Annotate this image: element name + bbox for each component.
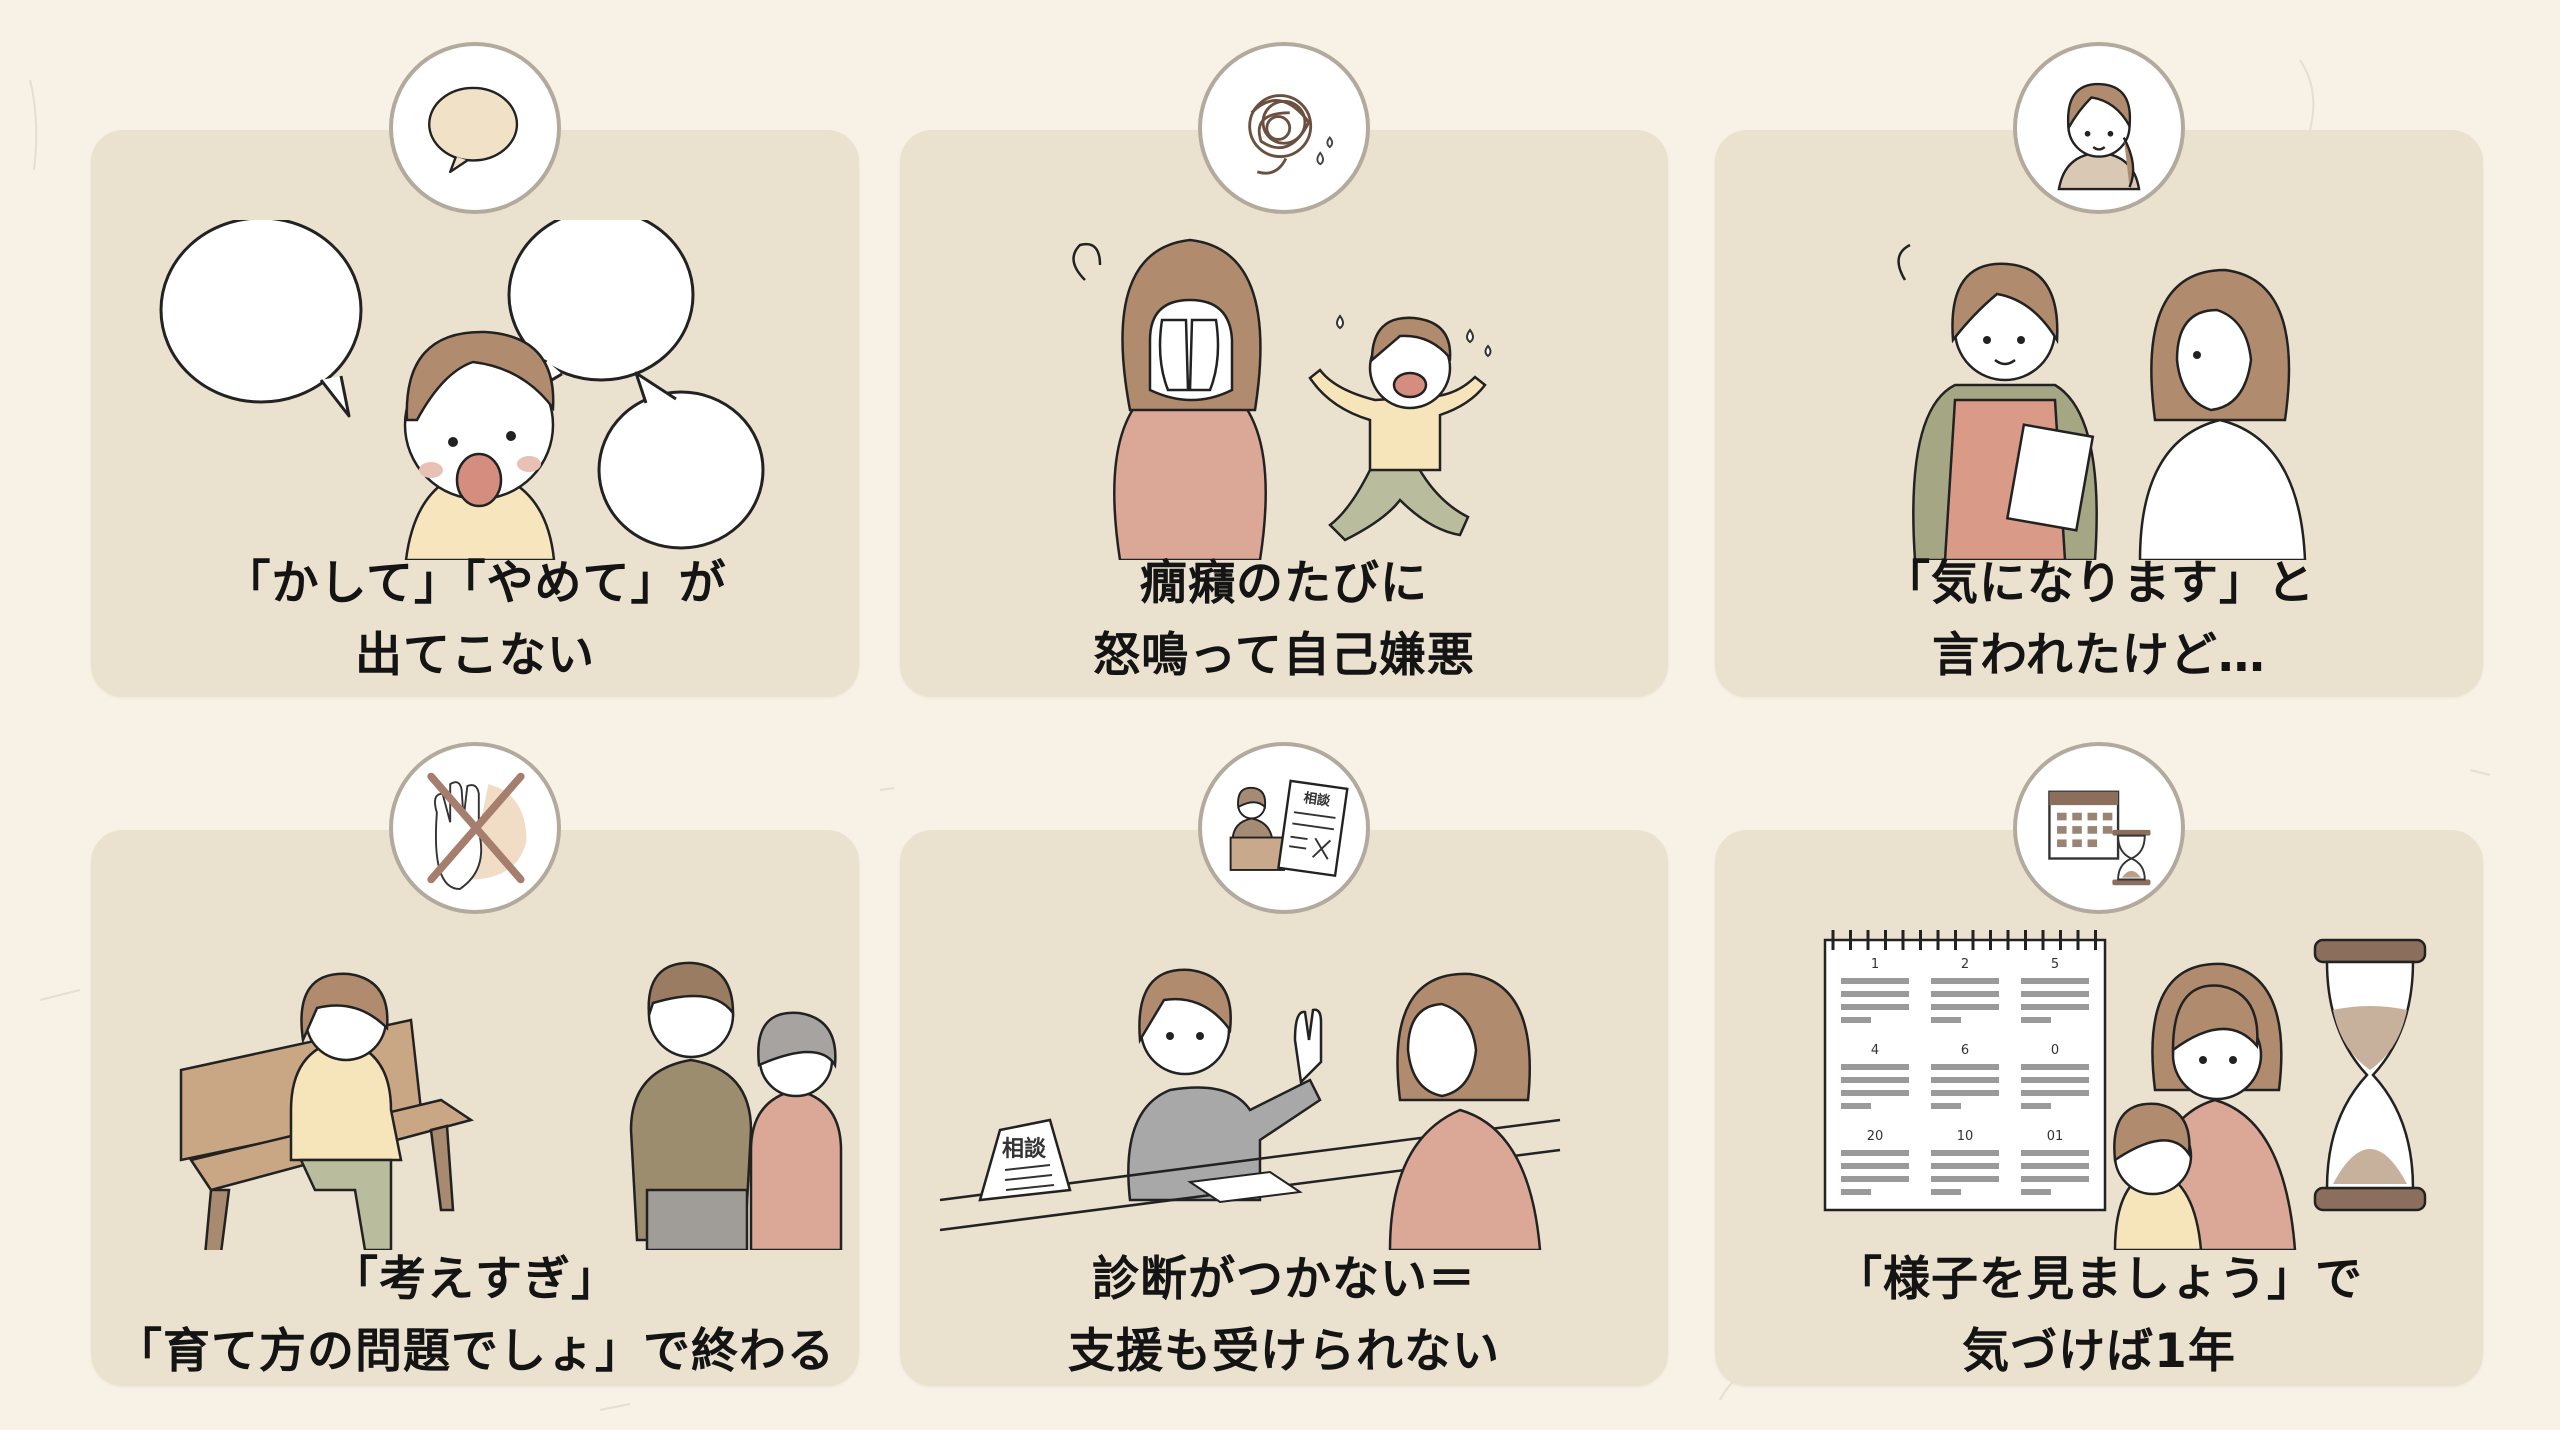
caption-line-2: 出てこない bbox=[355, 628, 595, 683]
calendar-day-row bbox=[1841, 1064, 1909, 1070]
card-caption: 「考えすぎ」 「育て方の問題でしょ」で終わる bbox=[91, 1244, 859, 1388]
calendar-day-row bbox=[2021, 1004, 2089, 1010]
calendar-day-row bbox=[1841, 1163, 1909, 1169]
icon-doc-label: 相談 bbox=[1303, 789, 1332, 810]
calendar-day-row bbox=[2021, 1103, 2051, 1109]
calendar-day-row bbox=[1841, 1150, 1909, 1156]
calendar-day-row bbox=[1841, 1077, 1909, 1083]
caption-line-1: 癇癪のたびに bbox=[1140, 556, 1428, 611]
card-caption: 「かして」「やめて」が 出てこない bbox=[91, 548, 859, 692]
crossed-out-hands-icon bbox=[389, 742, 561, 914]
card-caption: 癇癪のたびに 怒鳴って自己嫌悪 bbox=[900, 548, 1668, 692]
calendar-day-row bbox=[1841, 991, 1909, 997]
calendar-day-row bbox=[2021, 1090, 2089, 1096]
card-concern: 「気になります」と 言われたけど… bbox=[1715, 42, 2483, 697]
caption-line-1: 「様子を見ましょう」で bbox=[1835, 1252, 2363, 1307]
calendar-day-row bbox=[1931, 991, 1999, 997]
card-wait-and-see: 1 2 5 4 6 0 20 10 01 「様子を見ましょう」で 気づけば1年 bbox=[1715, 742, 2483, 1388]
calendar-day-row bbox=[1931, 1017, 1961, 1023]
calendar-day-row bbox=[1841, 1189, 1871, 1195]
calendar-day-row bbox=[1931, 1163, 1999, 1169]
calendar-day-row bbox=[2021, 1064, 2089, 1070]
illustration-consultation-counter: 相談 bbox=[900, 920, 1668, 1250]
illustration-teacher-and-mother bbox=[1715, 220, 2483, 560]
illustration-bench-and-grandparents bbox=[91, 920, 859, 1250]
calendar-month-label: 01 bbox=[2047, 1129, 2064, 1144]
calendar-day-row bbox=[1931, 1077, 1999, 1083]
calendar-day-row bbox=[1931, 1103, 1961, 1109]
calendar-day-row bbox=[1931, 978, 1999, 984]
calendar-day-row bbox=[1841, 1176, 1909, 1182]
card-caption: 「気になります」と 言われたけど… bbox=[1715, 548, 2483, 692]
caption-line-2: 言われたけど… bbox=[1932, 628, 2266, 683]
calendar-day-row bbox=[2021, 1150, 2089, 1156]
caption-line-1: 「気になります」と bbox=[1883, 556, 2315, 611]
card-no-diagnosis: 相談 相談 診断がつかない＝ 支援も受けられない bbox=[900, 742, 1668, 1388]
calendar-day-row bbox=[1931, 1064, 1999, 1070]
calendar-day-row bbox=[2021, 1189, 2051, 1195]
calendar-day-row bbox=[2021, 1163, 2089, 1169]
calendar-month-label: 1 bbox=[1871, 957, 1879, 972]
caption-line-2: 支援も受けられない bbox=[1068, 1324, 1500, 1379]
illustration-mother-and-crying-child bbox=[900, 220, 1668, 560]
caption-line-1: 「考えすぎ」 bbox=[331, 1252, 619, 1307]
calendar-day-row bbox=[1841, 1103, 1871, 1109]
calendar-month-label: 6 bbox=[1961, 1043, 1969, 1058]
calendar-day-row bbox=[1931, 1189, 1961, 1195]
calendar-day-row bbox=[2021, 978, 2089, 984]
card-caption: 「様子を見ましょう」で 気づけば1年 bbox=[1715, 1244, 2483, 1388]
desk-sign-label: 相談 bbox=[1002, 1136, 1047, 1162]
calendar-month-label: 4 bbox=[1871, 1043, 1879, 1058]
caption-line-2: 「育て方の問題でしょ」で終わる bbox=[115, 1324, 835, 1379]
card-speech: 「かして」「やめて」が 出てこない bbox=[91, 42, 859, 697]
illustration-calendar-mother-child-hourglass: 1 2 5 4 6 0 20 10 01 bbox=[1715, 920, 2483, 1250]
speech-bubble-icon bbox=[389, 42, 561, 214]
calendar-day-row bbox=[2021, 1077, 2089, 1083]
calendar-hourglass-icon bbox=[2013, 742, 2185, 914]
caption-line-1: 「かして」「やめて」が bbox=[223, 556, 727, 611]
calendar-month-label: 5 bbox=[2051, 957, 2059, 972]
calendar-day-row bbox=[1931, 1176, 1999, 1182]
nursery-teacher-portrait-icon bbox=[2013, 42, 2185, 214]
consultation-desk-document-icon: 相談 bbox=[1198, 742, 1370, 914]
calendar-month-label: 0 bbox=[2051, 1043, 2059, 1058]
tangled-scribble-icon bbox=[1198, 42, 1370, 214]
calendar-month-label: 20 bbox=[1867, 1129, 1884, 1144]
calendar-month-label: 2 bbox=[1961, 957, 1969, 972]
caption-line-2: 怒鳴って自己嫌悪 bbox=[1093, 628, 1475, 683]
card-caption: 診断がつかない＝ 支援も受けられない bbox=[900, 1244, 1668, 1388]
card-dismissed: 「考えすぎ」 「育て方の問題でしょ」で終わる bbox=[91, 742, 859, 1388]
calendar-day-row bbox=[2021, 991, 2089, 997]
calendar-day-row bbox=[2021, 1176, 2089, 1182]
caption-line-2: 気づけば1年 bbox=[1962, 1324, 2236, 1379]
calendar-day-row bbox=[1931, 1150, 1999, 1156]
calendar-day-row bbox=[1931, 1004, 1999, 1010]
calendar-day-row bbox=[1931, 1090, 1999, 1096]
calendar-day-row bbox=[1841, 1017, 1871, 1023]
illustration-child-speechless bbox=[91, 220, 859, 560]
calendar-month-label: 10 bbox=[1957, 1129, 1974, 1144]
calendar-day-row bbox=[1841, 1090, 1909, 1096]
caption-line-1: 診断がつかない＝ bbox=[1092, 1252, 1476, 1307]
calendar-day-row bbox=[2021, 1017, 2051, 1023]
card-tantrum: 癇癪のたびに 怒鳴って自己嫌悪 bbox=[900, 42, 1668, 697]
calendar-day-row bbox=[1841, 1004, 1909, 1010]
calendar-day-row bbox=[1841, 978, 1909, 984]
